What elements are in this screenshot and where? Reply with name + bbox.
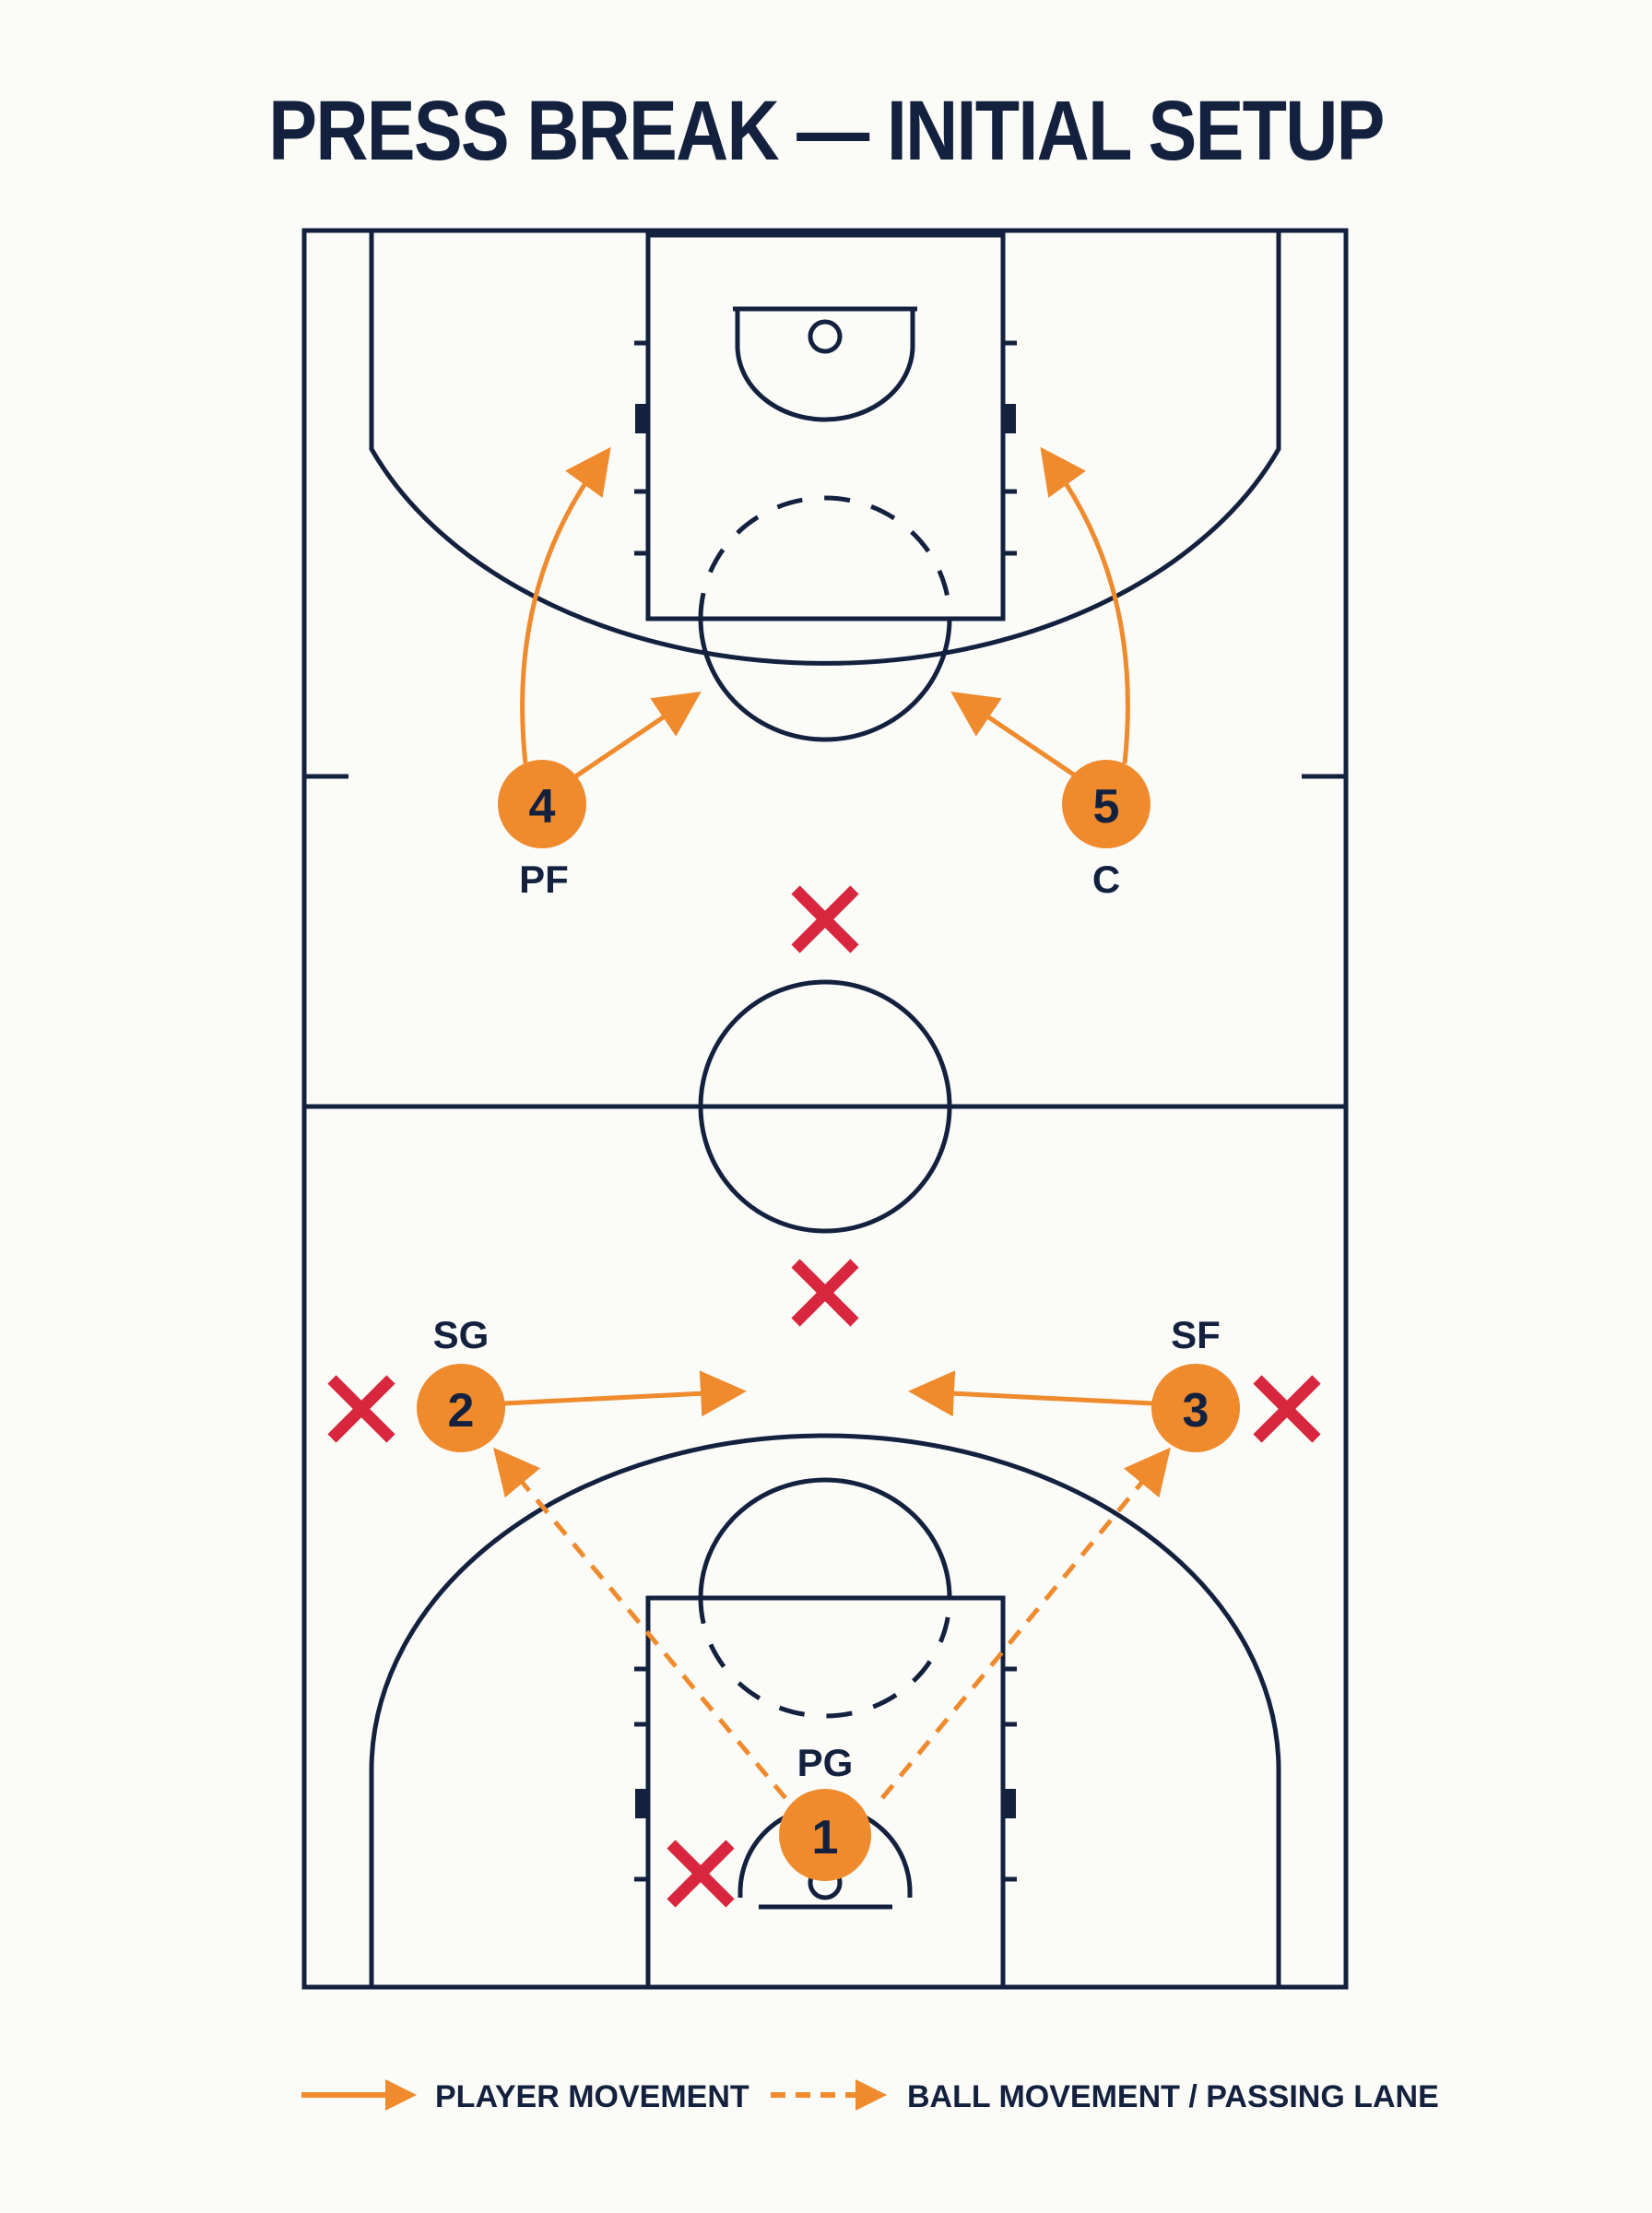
player-marker	[779, 1789, 871, 1881]
movement-arrow-5-flash	[950, 692, 1082, 782]
passing-lane-to-3	[880, 1447, 1171, 1800]
player-3: 3 SF	[1151, 1313, 1240, 1452]
top-free-throw-circle-solid	[698, 618, 952, 742]
player-number: 1	[812, 1811, 839, 1864]
passing-lane-to-2	[492, 1447, 787, 1800]
player-4: 4 PF	[498, 760, 586, 901]
legend-solid-arrowhead-icon	[385, 2079, 417, 2111]
top-paint	[645, 232, 1006, 621]
player-number: 5	[1093, 780, 1120, 834]
bottom-three-point-line	[369, 1433, 1281, 1987]
movement-arrow-2	[503, 1370, 747, 1417]
defenders	[327, 885, 1321, 1908]
defender-x	[791, 885, 859, 953]
legend-ball-movement: BALL MOVEMENT / PASSING LANE	[771, 2079, 1439, 2114]
legend-dashed-arrowhead-icon	[856, 2079, 887, 2111]
bottom-free-throw-circle-solid	[698, 1477, 952, 1599]
player-position-label: C	[1092, 858, 1120, 901]
legend-player-movement: PLAYER MOVEMENT	[301, 2079, 749, 2114]
player-position-label: SG	[433, 1313, 490, 1356]
player-position-label: PG	[797, 1741, 854, 1784]
top-restricted-area	[735, 309, 915, 422]
lane-hash-marks	[634, 340, 1017, 1882]
top-three-point-line	[369, 231, 1281, 666]
movement-arrow-4-flash	[570, 692, 702, 782]
bottom-paint	[645, 1595, 1006, 1990]
legend: PLAYER MOVEMENT BALL MOVEMENT / PASSING …	[301, 2079, 1439, 2114]
defender-x	[1253, 1375, 1321, 1443]
defender-x	[327, 1375, 395, 1443]
defender-x	[791, 1259, 859, 1327]
top-rim	[808, 319, 843, 354]
diagram-title: PRESS BREAK — INITIAL SETUP	[268, 84, 1385, 178]
player-position-label: PF	[519, 858, 569, 901]
legend-player-movement-label: PLAYER MOVEMENT	[435, 2079, 749, 2114]
movement-arrow-5-cut	[1040, 446, 1130, 764]
player-marker	[498, 760, 586, 848]
center-circle	[698, 979, 952, 1234]
player-position-label: SF	[1171, 1313, 1221, 1356]
top-free-throw-circle-dashed	[698, 495, 952, 620]
players: 4 PF 5 C 2 SG 3 SF 1 PG	[417, 760, 1240, 1881]
legend-ball-movement-label: BALL MOVEMENT / PASSING LANE	[907, 2079, 1439, 2114]
defender-x	[667, 1840, 735, 1908]
player-2: 2 SG	[417, 1313, 505, 1452]
player-number: 2	[448, 1384, 475, 1438]
player-5: 5 C	[1062, 760, 1150, 901]
bottom-free-throw-circle-dashed	[698, 1597, 952, 1719]
court-lines	[301, 228, 1349, 1990]
player-marker	[1062, 760, 1150, 848]
player-marker	[417, 1364, 505, 1452]
player-number: 4	[529, 780, 556, 834]
player-marker	[1151, 1364, 1240, 1452]
player-1: 1 PG	[779, 1741, 871, 1881]
movement-arrows	[503, 446, 1153, 1417]
movement-arrow-3	[908, 1370, 1153, 1417]
movement-arrow-4-cut	[520, 446, 611, 764]
player-number: 3	[1183, 1384, 1210, 1438]
passing-lanes	[492, 1447, 1171, 1800]
